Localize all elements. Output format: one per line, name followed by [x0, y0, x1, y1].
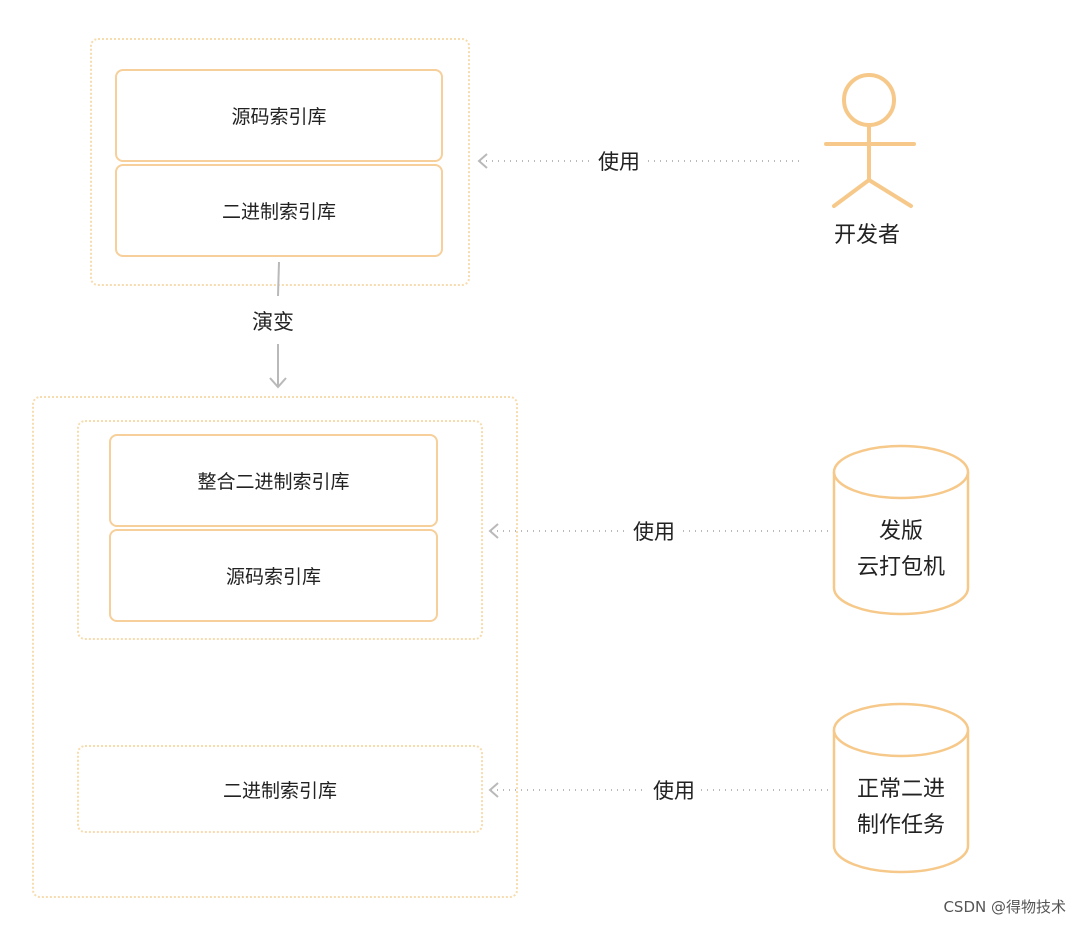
developer-connector: [477, 153, 800, 169]
release-packager-line-2: 云打包机: [856, 555, 945, 580]
release-packager-cylinder-icon: [832, 444, 970, 616]
evolve-label: 演变: [246, 308, 300, 336]
evolve-arrow: [269, 261, 287, 389]
binary-index-box-2: 二进制索引库: [222, 779, 337, 802]
watermark: CSDN @得物技术: [943, 898, 1066, 916]
top-index-group: [90, 38, 470, 286]
packager-use-label: 使用: [627, 518, 681, 546]
source-index-box: 源码索引库: [115, 69, 443, 162]
developer-use-label: 使用: [592, 148, 646, 176]
binary-task-label: 正常二进 制作任务: [834, 772, 968, 844]
developer-actor-icon: [824, 73, 916, 208]
binary-task-cylinder-icon: [832, 702, 970, 874]
evolved-index-group: [32, 396, 518, 898]
source-index-box-2: 源码索引库: [109, 529, 438, 622]
binary-task-line-1: 正常二进: [856, 777, 945, 802]
binary-index-box: 二进制索引库: [115, 164, 443, 257]
binary-task-connector: [488, 782, 830, 798]
integrated-index-group: [77, 420, 483, 640]
packager-connector: [488, 523, 830, 539]
integrated-binary-index-box: 整合二进制索引库: [109, 434, 438, 527]
binary-index-group: [77, 745, 483, 833]
binary-task-line-2: 制作任务: [856, 813, 945, 838]
binary-task-use-label: 使用: [647, 777, 701, 805]
release-packager-label: 发版 云打包机: [834, 514, 968, 586]
release-packager-line-1: 发版: [878, 519, 923, 544]
developer-name: 开发者: [828, 222, 907, 250]
